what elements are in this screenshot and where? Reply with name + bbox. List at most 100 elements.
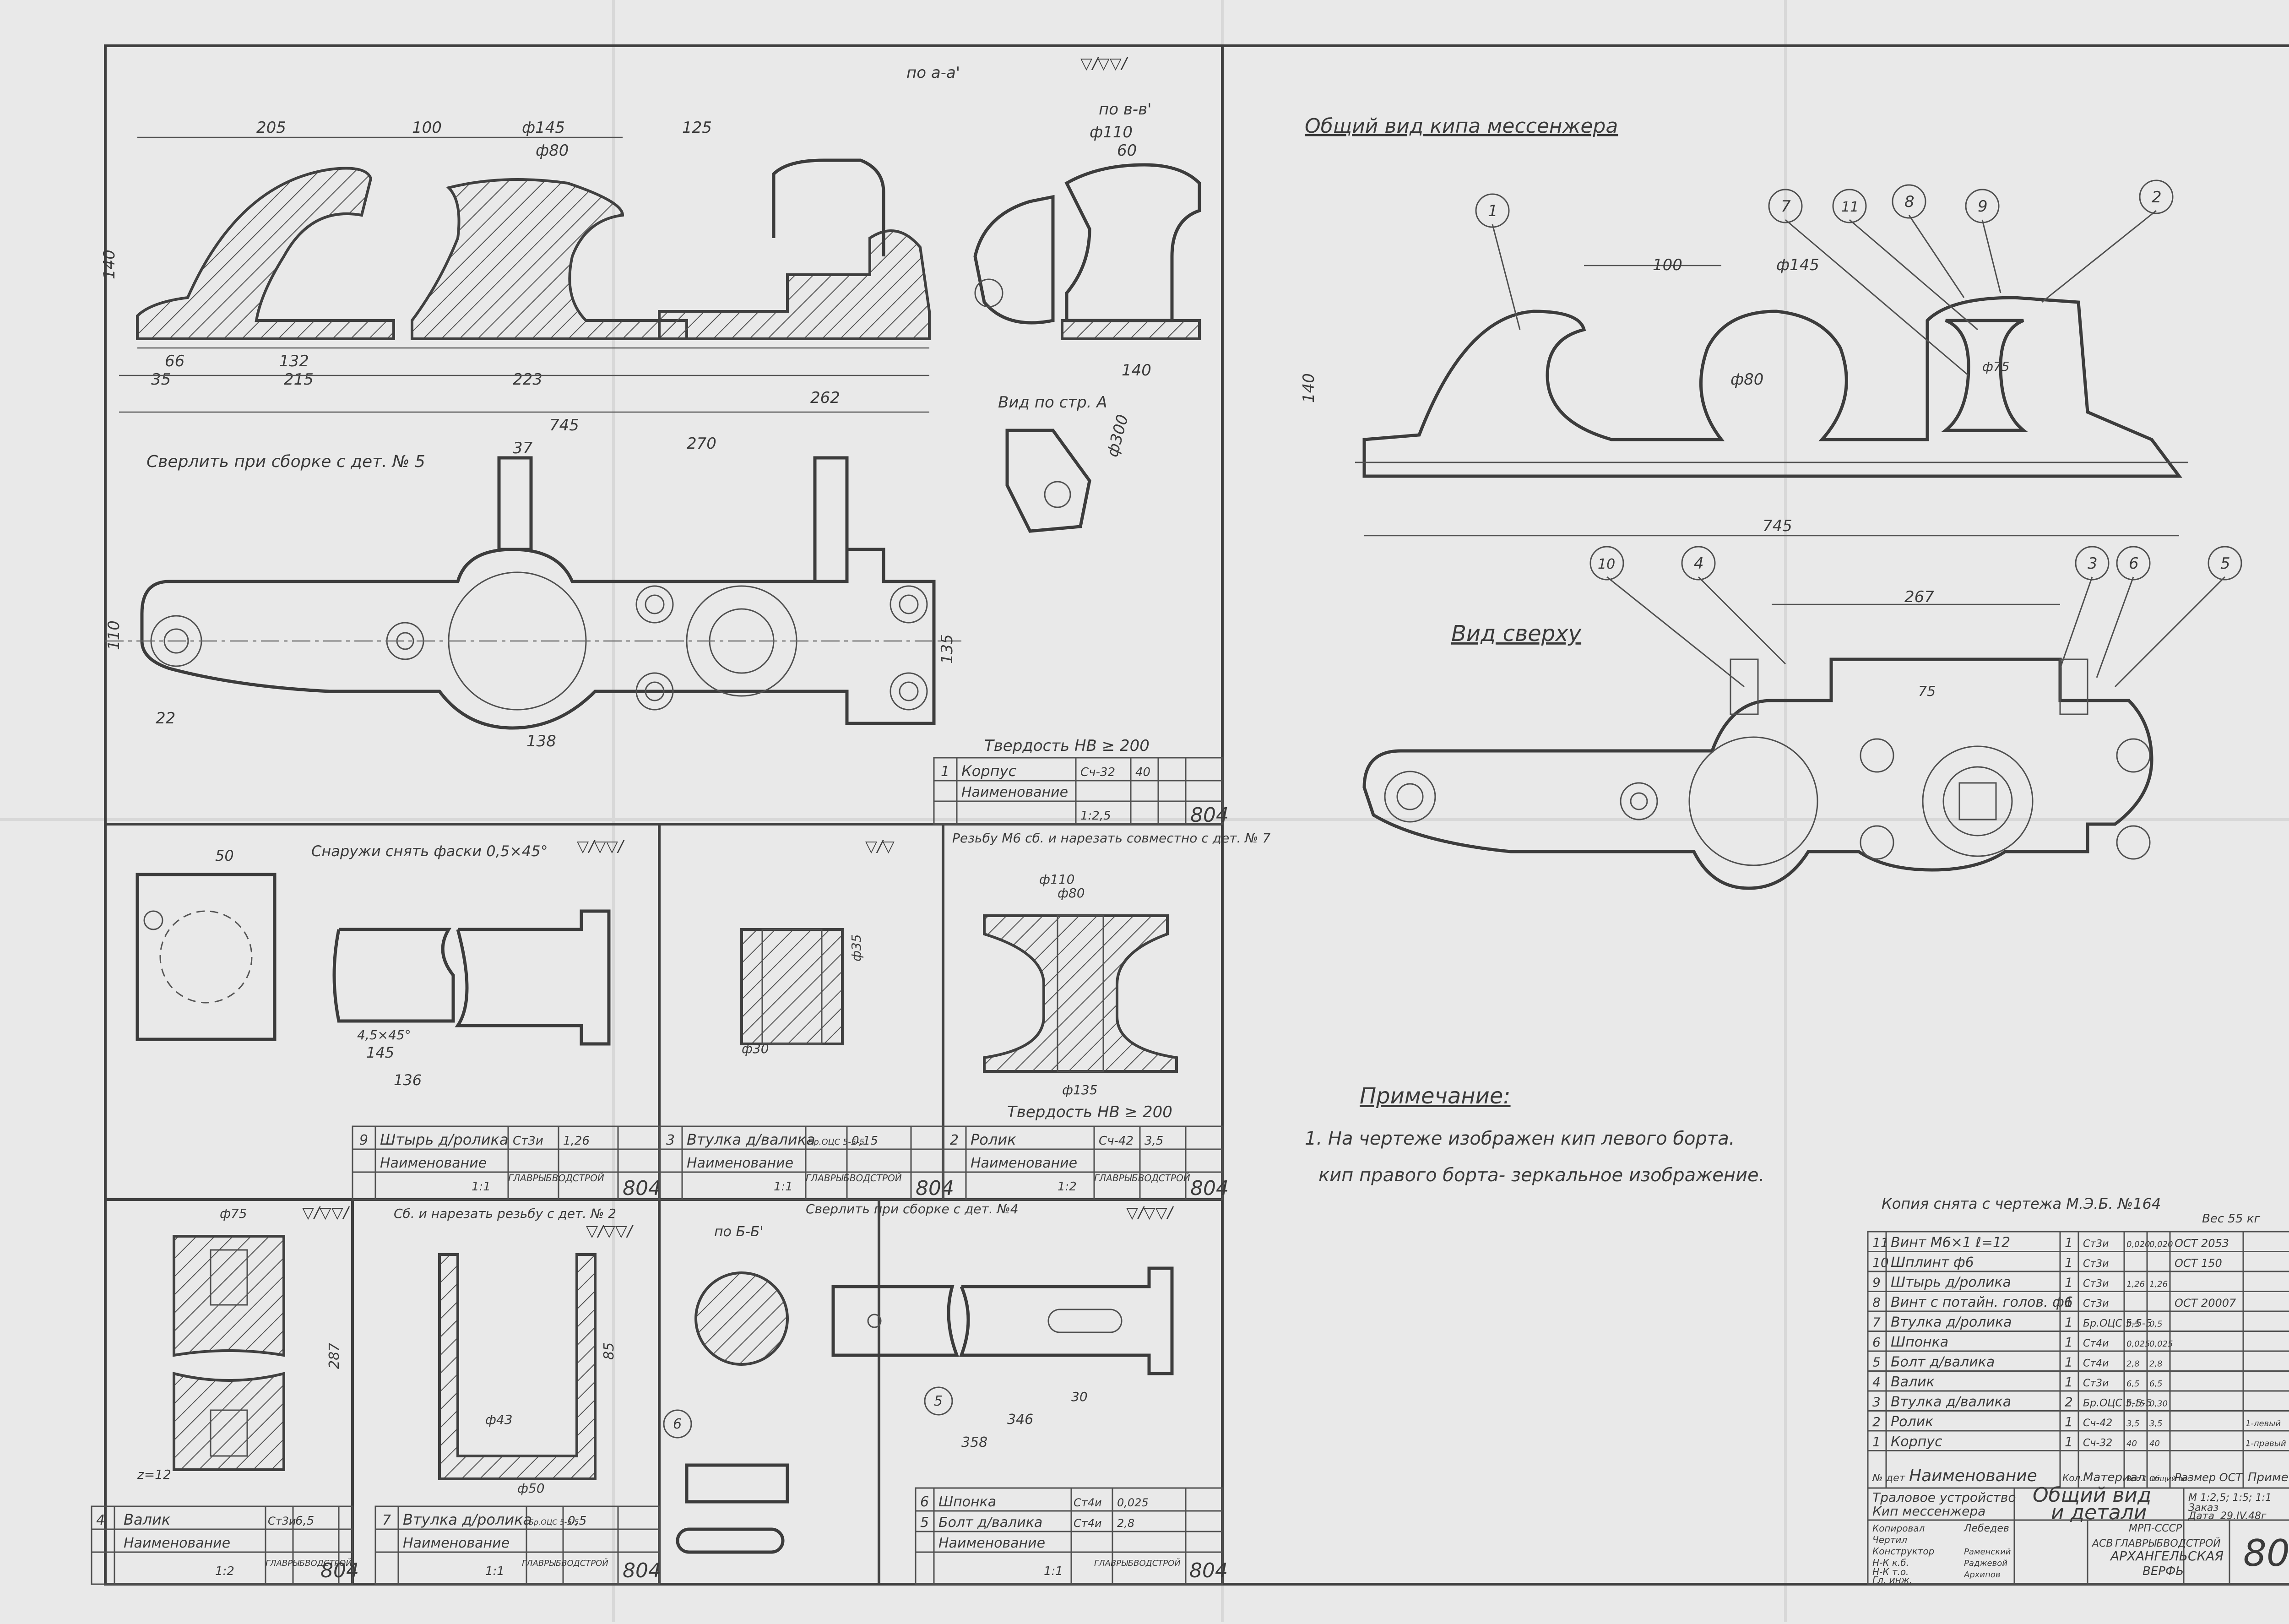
svg-text:Н-К т.о.: Н-К т.о. (1872, 1566, 1909, 1577)
svg-text:ф75: ф75 (1982, 359, 2010, 374)
svg-text:1: 1 (1488, 202, 1498, 220)
svg-text:Кип мессенжера: Кип мессенжера (1872, 1504, 1985, 1519)
table-cell-name: Шплинт ф6 (1891, 1255, 1974, 1271)
general-view-title: Общий вид кипа мессенжера (1305, 114, 1618, 138)
detail-4-shaft: ф75 ▽/▽▽/ 287 z=12 (137, 1204, 350, 1482)
general-view: Общий вид кипа мессенжера 100 ф145 140 ф… (1300, 114, 2242, 890)
svg-text:0,025: 0,025 (1117, 1496, 1149, 1509)
svg-text:Наименование: Наименование (1909, 1466, 2037, 1485)
svg-text:1:1: 1:1 (1044, 1564, 1063, 1578)
svg-text:Штырь д/ролика: Штырь д/ролика (380, 1131, 508, 1148)
svg-text:▽/▽▽/: ▽/▽▽/ (302, 1204, 350, 1222)
svg-text:22: 22 (156, 709, 175, 728)
svg-text:2: 2 (950, 1132, 959, 1148)
table-cell-wt: 40 (2149, 1439, 2160, 1449)
svg-text:745: 745 (1763, 517, 1792, 535)
svg-text:Ст4и: Ст4и (1074, 1496, 1102, 1509)
svg-text:z=12: z=12 (137, 1467, 171, 1482)
svg-text:804: 804 (623, 1559, 661, 1582)
svg-text:205: 205 (256, 119, 286, 137)
svg-text:Наименование: Наименование (961, 784, 1068, 800)
svg-text:1:2,5: 1:2,5 (1080, 809, 1111, 823)
svg-text:3: 3 (666, 1132, 675, 1148)
svg-text:№ дет: № дет (1872, 1472, 1906, 1484)
svg-text:Чертил: Чертил (1872, 1534, 1907, 1545)
svg-text:140: 140 (1122, 361, 1151, 380)
svg-text:Материал: Материал (2083, 1471, 2145, 1484)
svg-text:8: 8 (1904, 193, 1915, 211)
table-cell-w1: 3,5 (2126, 1419, 2140, 1428)
svg-text:Вес 1 шт: Вес 1 шт (2126, 1474, 2161, 1483)
table-cell-ost: ОСТ 150 (2175, 1257, 2222, 1270)
svg-text:223: 223 (513, 370, 542, 389)
notes-title: Примечание: (1360, 1083, 1511, 1109)
callouts-top: 10 4 3 6 5 (1589, 546, 2242, 688)
table-cell-mat: Ст3и (2083, 1278, 2109, 1290)
svg-text:7: 7 (382, 1512, 391, 1528)
svg-text:140: 140 (100, 250, 119, 279)
svg-text:Снаружи снять фаски 0,5×45°: Снаружи снять фаски 0,5×45° (311, 842, 548, 860)
svg-text:Твердость НВ ≥ 200: Твердость НВ ≥ 200 (1007, 1103, 1172, 1121)
table-cell-wt: 0,30 (2149, 1399, 2168, 1409)
svg-text:Наименование: Наименование (380, 1155, 487, 1171)
table-cell-name: Втулка д/валика (1891, 1394, 2011, 1410)
notes: Примечание: 1. На чертеже изображен кип … (1305, 1083, 1764, 1186)
stamp-part-9: 9 Штырь д/ролика Ст3и 1,26 Наименование … (352, 1125, 661, 1200)
table-cell-w1: 2,8 (2126, 1359, 2140, 1369)
svg-text:804: 804 (1189, 1559, 1228, 1582)
table-cell-wt: 1,26 (2149, 1280, 2168, 1289)
svg-text:Сверлить при сборке с дет. № 5: Сверлить при сборке с дет. № 5 (146, 452, 425, 471)
table-cell-w1: 40 (2126, 1439, 2137, 1449)
svg-text:30: 30 (1071, 1389, 1088, 1404)
svg-text:Конструктор: Конструктор (1872, 1546, 1934, 1557)
svg-text:1,26: 1,26 (563, 1134, 590, 1148)
table-cell-note: 1-левый (2246, 1419, 2281, 1428)
svg-text:Дата: Дата (2188, 1510, 2214, 1522)
svg-text:▽/▽▽/: ▽/▽▽/ (1080, 54, 1128, 73)
svg-text:804: 804 (1190, 1177, 1229, 1200)
svg-text:ф80: ф80 (1058, 885, 1085, 901)
svg-text:Лебедев: Лебедев (1964, 1523, 2009, 1534)
table-cell-wt: 6,5 (2149, 1379, 2163, 1389)
svg-text:ф80: ф80 (1730, 370, 1763, 389)
table-cell-no: 8 (1872, 1295, 1881, 1310)
svg-text:215: 215 (284, 370, 314, 389)
table-cell-name: Винт с потайн. голов. ф6 (1891, 1294, 2073, 1310)
svg-text:125: 125 (682, 119, 712, 137)
assembly-title-1: Общий вид (2033, 1483, 2151, 1507)
svg-text:6: 6 (2129, 554, 2139, 573)
svg-text:50: 50 (215, 847, 234, 864)
svg-text:Раменский: Раменский (1964, 1547, 2011, 1557)
svg-text:Ст3и: Ст3и (513, 1134, 543, 1148)
table-cell-qty: 1 (2065, 1374, 2073, 1390)
body-plan-view: Сверлить при сборке с дет. № 5 270 37 11… (105, 435, 961, 750)
detail-2-roller: Резьбу М6 сб. и нарезать совместно с дет… (952, 831, 1270, 1121)
table-cell-no: 6 (1872, 1335, 1881, 1350)
table-cell-mat: Ст3и (2083, 1238, 2109, 1250)
table-cell-no: 7 (1872, 1315, 1881, 1330)
stamp-part-6-5: 6 Шпонка Ст4и 0,025 5 Болт д/валика Ст4и… (915, 1487, 1228, 1585)
svg-text:2: 2 (2152, 188, 2162, 206)
svg-text:37: 37 (513, 439, 533, 457)
table-cell-note: 1-правый (2246, 1439, 2286, 1449)
svg-text:145: 145 (366, 1044, 394, 1061)
table-cell-name: Болт д/валика (1891, 1354, 1995, 1370)
svg-text:Гл. инж.: Гл. инж. (1872, 1575, 1912, 1586)
svg-text:Валик: Валик (124, 1511, 171, 1528)
svg-text:ГЛАВРЫБВОДСТРОЙ: ГЛАВРЫБВОДСТРОЙ (2115, 1537, 2221, 1549)
svg-text:1:2: 1:2 (1058, 1180, 1077, 1194)
table-cell-qty: 1 (2065, 1355, 2073, 1370)
table-cell-qty: 1 (2065, 1335, 2073, 1350)
table-cell-name: Шпонка (1891, 1334, 1948, 1350)
svg-text:29.IV.48г: 29.IV.48г (2220, 1510, 2267, 1522)
svg-text:4: 4 (96, 1512, 105, 1528)
svg-text:804: 804 (320, 1559, 359, 1582)
table-cell-qty: 1 (2065, 1414, 2073, 1429)
table-cell-name: Втулка д/ролика (1891, 1314, 2012, 1331)
